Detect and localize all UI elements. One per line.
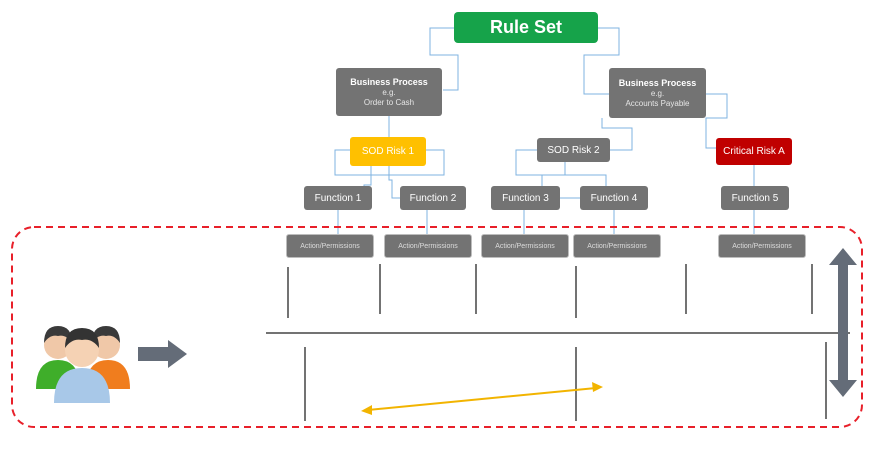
business-process-eg: e.g. [650,89,665,98]
critical-risk-a-box: Critical Risk A [716,138,792,165]
rule-set-box: Rule Set [454,12,598,43]
action-permissions-box: Action/Permissions [481,234,569,258]
action-label: Action/Permissions [587,242,647,250]
connector-ruleset-bp2 [583,27,620,95]
function-box: Function 5 [721,186,789,210]
connector-bp2-critical [705,93,728,149]
rule-set-label: Rule Set [489,17,563,37]
users-group-icon [36,326,130,403]
action-permissions-box: Action/Permissions [384,234,472,258]
function-label: Function 4 [590,192,638,204]
risk-label: Critical Risk A [723,146,785,157]
business-process-box: Business Process e.g. Order to Cash [336,68,442,116]
risk-label: SOD Risk 1 [361,146,415,157]
risk-label: SOD Risk 2 [547,144,600,156]
action-label: Action/Permissions [732,242,792,250]
function-box: Function 1 [304,186,372,210]
function-label: Function 5 [731,192,779,204]
action-permissions-box: Action/Permissions [718,234,806,258]
connector-sod2-f3 [541,162,566,186]
double-vertical-arrow-icon [829,248,857,397]
connector-lines [334,27,755,235]
right-arrow-icon [138,340,187,368]
business-process-title: Business Process [618,78,697,88]
vertical-bars [287,264,827,421]
connector-ruleset-bp1 [429,27,459,91]
function-label: Function 1 [314,192,362,204]
function-label: Function 3 [502,192,549,204]
action-label: Action/Permissions [300,242,360,250]
business-process-example: Accounts Payable [625,99,690,108]
action-label: Action/Permissions [398,242,458,250]
connector-bp2-sod2 [601,118,633,151]
action-label: Action/Permissions [495,242,555,250]
function-box: Function 4 [580,186,648,210]
sod-risk-2-box: SOD Risk 2 [537,138,610,162]
dashed-region [11,226,863,428]
yellow-double-arrow [361,382,603,415]
action-permissions-box: Action/Permissions [573,234,661,258]
business-process-title: Business Process [350,77,428,87]
sod-risk-1-box: SOD Risk 1 [350,137,426,166]
action-permissions-box: Action/Permissions [286,234,374,258]
business-process-box: Business Process e.g. Accounts Payable [609,68,706,118]
connector-sod1-f2 [388,166,401,199]
connector-sod2-loop [515,149,607,186]
function-box: Function 3 [491,186,560,210]
business-process-eg: e.g. [382,88,396,97]
function-label: Function 2 [409,192,457,204]
function-box: Function 2 [400,186,466,210]
business-process-example: Order to Cash [363,98,415,107]
